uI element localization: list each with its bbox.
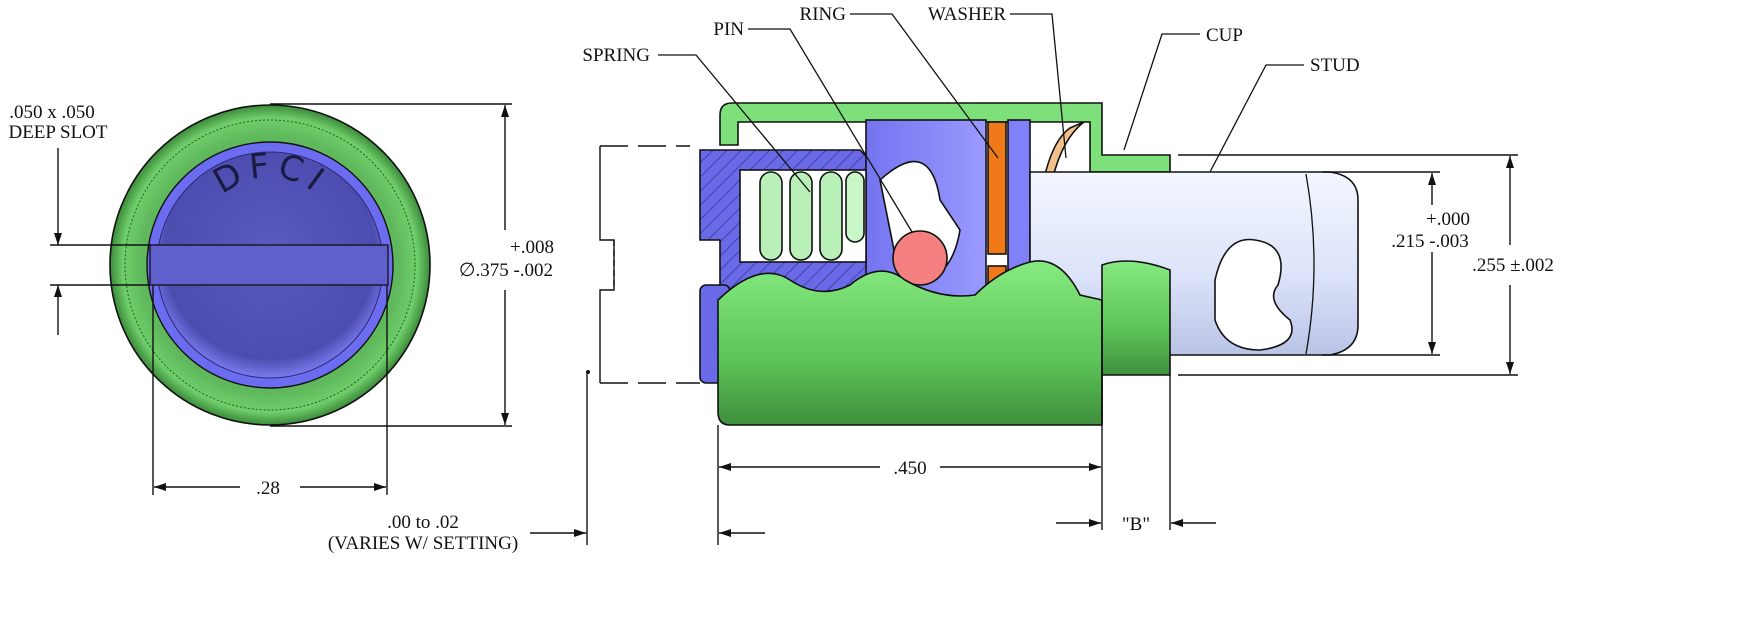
stud-tip-edge <box>1305 173 1315 355</box>
cup-leader <box>1123 33 1200 151</box>
retaining-ring <box>987 121 1007 255</box>
ghost-head-outline <box>599 146 615 383</box>
stud-dia-value: .215 -.003 <box>1391 231 1469 252</box>
section-view: SPRING PIN RING WASHER CUP STUD +.000 .2… <box>328 4 1554 554</box>
pin-label: PIN <box>713 19 744 40</box>
width-value: .28 <box>256 478 280 499</box>
end-view: DFCI .050 x .050 DEEP SLOT +.008 ∅.375 -… <box>8 102 554 499</box>
slot-label-line1: .050 x .050 <box>9 102 95 123</box>
screw-slot <box>149 244 389 286</box>
b-value: "B" <box>1122 514 1150 535</box>
washer-label: WASHER <box>928 4 1006 25</box>
stud-leader <box>1209 64 1304 173</box>
pin-leader <box>748 28 913 233</box>
spring-coils <box>759 171 865 261</box>
spring-leader <box>658 54 811 193</box>
setting-line2: (VARIES W/ SETTING) <box>328 533 518 554</box>
pin-ball <box>892 230 948 286</box>
dia-tol-plus: +.008 <box>510 237 554 258</box>
ring-leader <box>850 13 999 159</box>
slot-label-line2: DEEP SLOT <box>8 122 107 143</box>
rim-edge <box>124 119 416 411</box>
stud-cam-groove <box>1214 238 1293 351</box>
housing-body <box>717 260 1103 426</box>
spring-label: SPRING <box>582 45 650 66</box>
setting-point <box>586 370 590 374</box>
ring-label: RING <box>800 4 847 25</box>
stud-label: STUD <box>1310 55 1360 76</box>
stud-dia-tol: +.000 <box>1426 209 1470 230</box>
cup-shell <box>719 102 1171 173</box>
setting-line1: .00 to .02 <box>387 512 459 533</box>
dia-value: ∅.375 -.002 <box>459 260 553 281</box>
housing-neck <box>1101 260 1171 376</box>
washer-leader <box>1010 13 1067 159</box>
cup-label: CUP <box>1206 25 1243 46</box>
overall-value: .255 ±.002 <box>1472 255 1554 276</box>
len-value: .450 <box>893 458 926 479</box>
